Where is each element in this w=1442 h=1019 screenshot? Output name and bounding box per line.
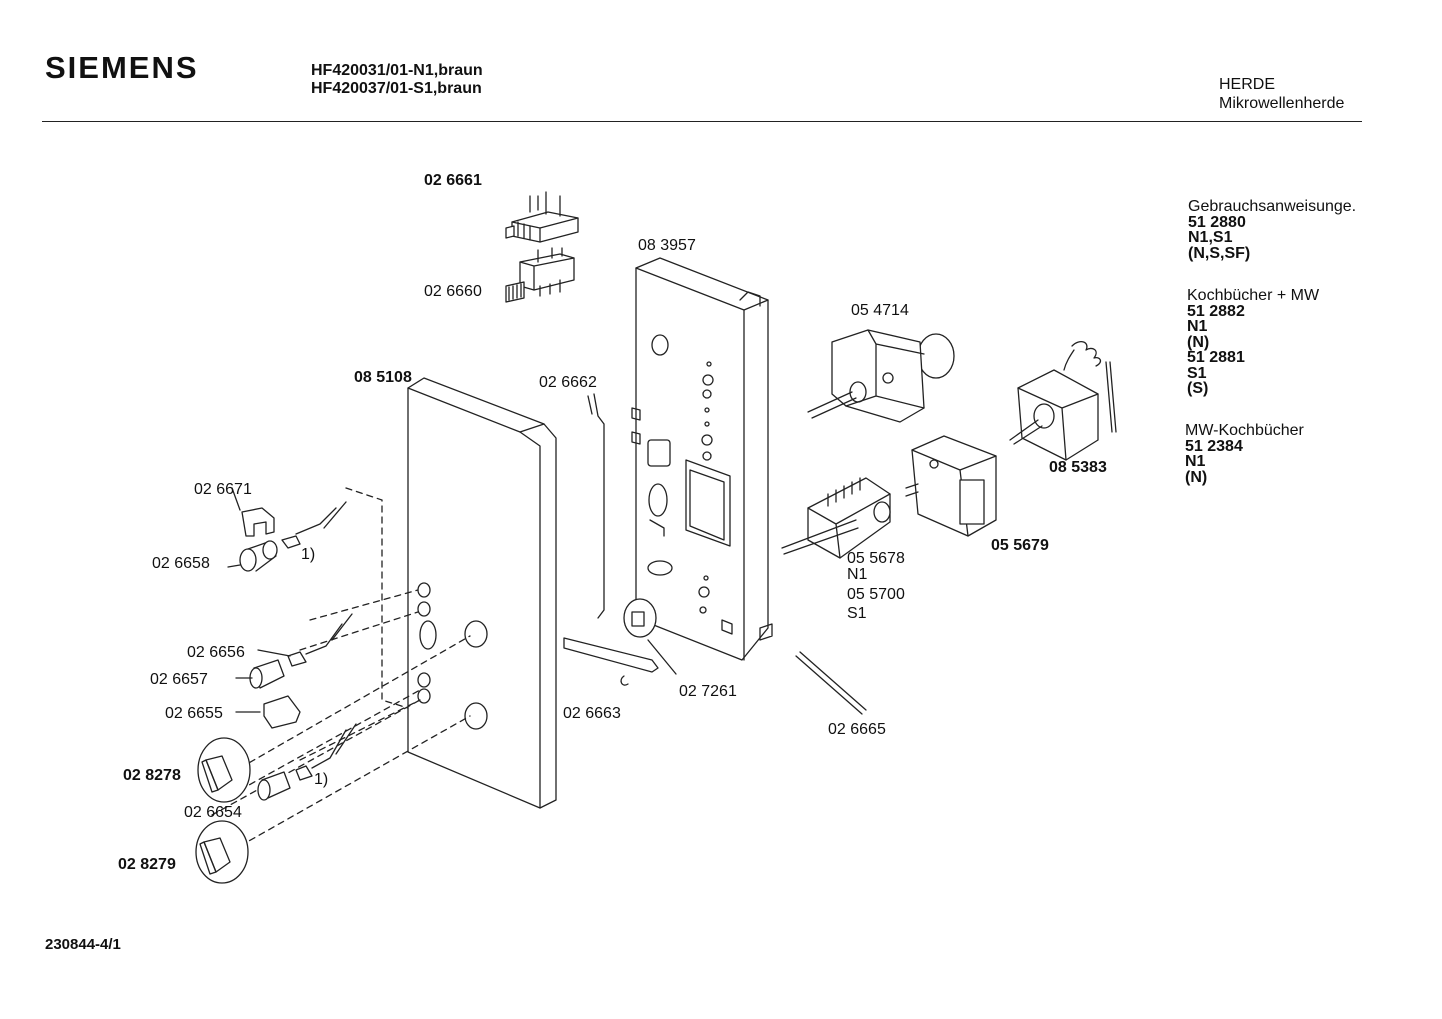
mw-cookbooks-number: 51 2384 bbox=[1185, 437, 1243, 455]
clip-026671 bbox=[241, 507, 275, 537]
push-switch-026660 bbox=[505, 247, 575, 303]
lamp-026657 bbox=[249, 659, 285, 689]
label-054714: 05 4714 bbox=[851, 302, 909, 319]
note-1a: 1) bbox=[301, 546, 316, 563]
cookbooks-variant-2: S1 bbox=[1187, 364, 1207, 382]
model-line-2: HF420037/01-S1,braun bbox=[311, 80, 482, 97]
mw-cookbooks-block: MW-Kochbücher 51 2384 N1 (N) bbox=[1185, 423, 1304, 485]
mw-cookbooks-title: MW-Kochbücher bbox=[1185, 422, 1304, 439]
label-026662: 02 6662 bbox=[539, 374, 597, 391]
cap-026655 bbox=[263, 695, 301, 729]
label-026656: 02 6656 bbox=[187, 644, 245, 661]
mounting-frame-083957 bbox=[631, 257, 773, 661]
cookbooks-number-1: 51 2882 bbox=[1187, 302, 1245, 320]
label-026658: 02 6658 bbox=[152, 555, 210, 572]
manuals-number: 51 2880 bbox=[1188, 213, 1246, 231]
assembly-lines bbox=[211, 487, 471, 847]
brand-logo: SIEMENS bbox=[45, 50, 199, 85]
category-line-2: Mikrowellenherde bbox=[1219, 95, 1345, 112]
lamp-wire-2 bbox=[287, 613, 353, 667]
document-number: 230844-4/1 bbox=[45, 936, 121, 953]
note-1b: 1) bbox=[314, 771, 329, 788]
label-026671: 02 6671 bbox=[194, 481, 252, 498]
lamp-wire-3 bbox=[295, 723, 357, 781]
cookbooks-title: Kochbücher + MW bbox=[1187, 287, 1320, 304]
label-026663: 02 6663 bbox=[563, 705, 621, 722]
label-027261: 02 7261 bbox=[679, 683, 737, 700]
label-083957: 08 3957 bbox=[638, 237, 696, 254]
manuals-languages: (N,S,SF) bbox=[1188, 244, 1251, 262]
label-variant-n1: N1 bbox=[847, 566, 868, 583]
label-055678: 05 5678 bbox=[847, 550, 905, 567]
cookbooks-number-2: 51 2881 bbox=[1187, 349, 1245, 366]
label-026665: 02 6665 bbox=[828, 721, 886, 738]
manuals-variant: N1,S1 bbox=[1188, 229, 1233, 246]
label-028279: 02 8279 bbox=[118, 856, 176, 873]
label-085108: 08 5108 bbox=[354, 369, 412, 386]
label-028278: 02 8278 bbox=[123, 767, 181, 784]
lamp-wire-1 bbox=[281, 501, 347, 549]
label-variant-s1: S1 bbox=[847, 605, 867, 622]
label-026660: 02 6660 bbox=[424, 283, 482, 300]
label-026655: 02 6655 bbox=[165, 705, 223, 722]
lever-026663 bbox=[563, 637, 659, 686]
knob-028279 bbox=[195, 820, 249, 884]
cookbooks-language-2: (S) bbox=[1187, 380, 1209, 397]
label-026654: 02 6654 bbox=[184, 804, 242, 821]
manuals-block: Gebrauchsanweisunge. 51 2880 N1,S1 (N,S,… bbox=[1188, 199, 1356, 261]
timer-knob-027261 bbox=[623, 598, 677, 675]
label-055679: 05 5679 bbox=[991, 537, 1049, 554]
manuals-title: Gebrauchsanweisunge. bbox=[1188, 198, 1357, 215]
push-switch-026661 bbox=[505, 191, 579, 243]
label-026657: 02 6657 bbox=[150, 671, 208, 688]
gasket-026662 bbox=[593, 393, 605, 619]
selector-055679 bbox=[905, 435, 997, 537]
rod-026665 bbox=[795, 651, 867, 715]
leader-lines bbox=[227, 395, 593, 713]
header-rule bbox=[42, 121, 1362, 122]
thermostat-085383 bbox=[1009, 340, 1117, 461]
lamp-026654 bbox=[257, 771, 291, 801]
motor-054714 bbox=[807, 329, 955, 423]
mw-cookbooks-language: (N) bbox=[1185, 468, 1208, 486]
selector-055678 bbox=[781, 477, 891, 559]
cookbooks-language-1: (N) bbox=[1187, 333, 1210, 351]
label-085383: 08 5383 bbox=[1049, 459, 1107, 476]
mw-cookbooks-variant: N1 bbox=[1185, 453, 1206, 470]
knob-028278 bbox=[197, 737, 251, 803]
category-line-1: HERDE bbox=[1219, 76, 1276, 93]
label-026661: 02 6661 bbox=[424, 172, 482, 189]
model-line-1: HF420031/01-N1,braun bbox=[311, 62, 483, 79]
cookbooks-variant-1: N1 bbox=[1187, 318, 1208, 335]
control-housing-085108 bbox=[407, 377, 557, 809]
lamp-026658 bbox=[239, 540, 278, 572]
label-055700: 05 5700 bbox=[847, 586, 905, 603]
cookbooks-block: Kochbücher + MW 51 2882 N1 (N) 51 2881 S… bbox=[1187, 288, 1319, 397]
